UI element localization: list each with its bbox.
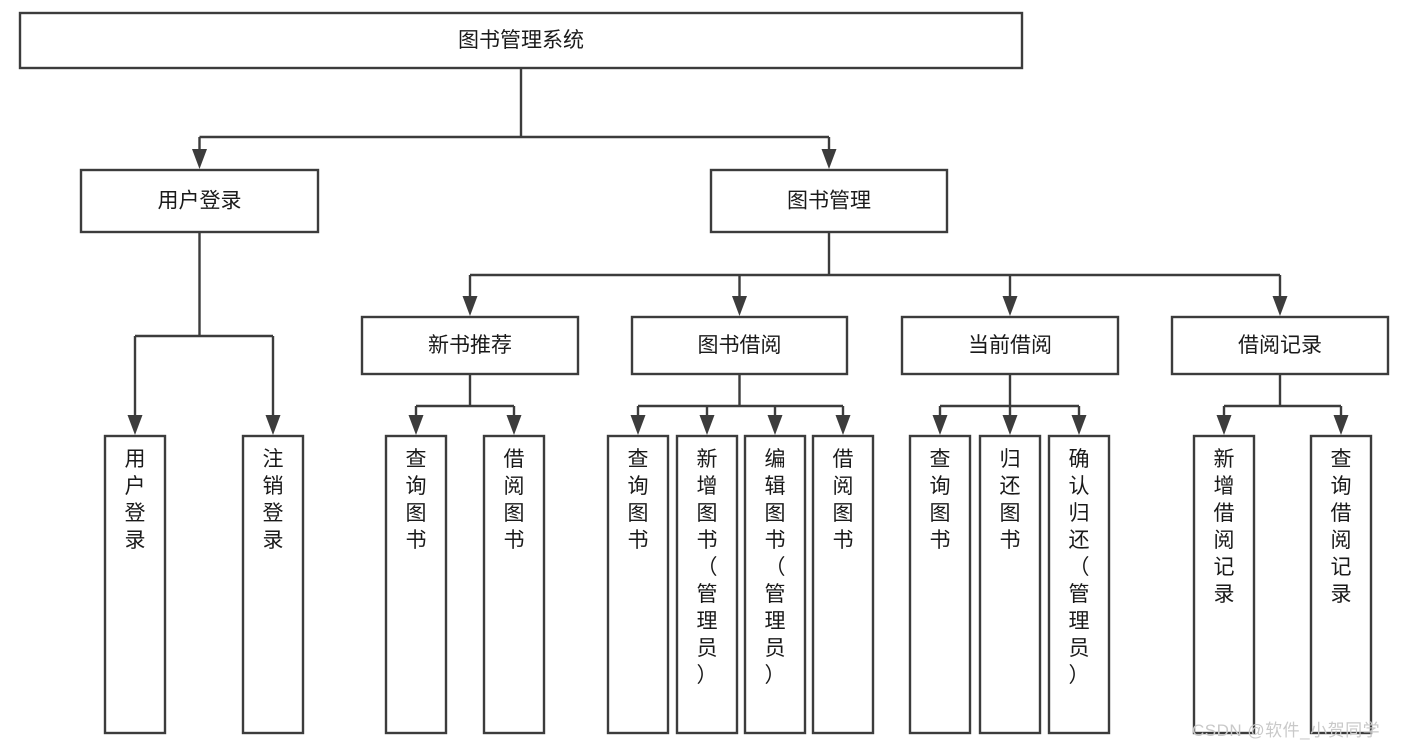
arrow-head-icon bbox=[630, 415, 646, 435]
node-leaf-add-book-admin[interactable]: 新增图书（管理员） bbox=[675, 434, 739, 735]
node-label: 新增借阅记录 bbox=[1214, 448, 1235, 606]
arrow-head-icon bbox=[462, 296, 478, 316]
node-box bbox=[79, 168, 320, 234]
node-box bbox=[1047, 434, 1111, 735]
node-box bbox=[978, 434, 1042, 735]
node-leaf-add-borrow-record[interactable]: 新增借阅记录 bbox=[1192, 434, 1256, 735]
node-leaf-query-book-cur[interactable]: 查询图书 bbox=[908, 434, 972, 735]
arrow-head-icon bbox=[699, 415, 715, 435]
node-layer: 图书管理系统用户登录图书管理新书推荐图书借阅当前借阅借阅记录用户登录注销登录查询… bbox=[18, 11, 1390, 735]
node-box bbox=[675, 434, 739, 735]
node-box bbox=[360, 315, 580, 376]
node-leaf-return-book[interactable]: 归还图书 bbox=[978, 434, 1042, 735]
node-label: 查询图书 bbox=[628, 448, 649, 552]
node-box bbox=[606, 434, 670, 735]
node-label: 借阅图书 bbox=[833, 448, 854, 552]
node-book-manage[interactable]: 图书管理 bbox=[709, 168, 949, 234]
arrow-head-icon bbox=[265, 415, 281, 435]
node-leaf-edit-book-admin[interactable]: 编辑图书（管理员） bbox=[743, 434, 807, 735]
arrow-head-icon bbox=[1002, 415, 1018, 435]
node-box bbox=[103, 434, 167, 735]
node-label: 注销登录 bbox=[263, 448, 284, 552]
node-current-borrow[interactable]: 当前借阅 bbox=[900, 315, 1120, 376]
node-leaf-query-book-rec[interactable]: 查询图书 bbox=[384, 434, 448, 735]
node-label: 编辑图书（管理员） bbox=[765, 448, 786, 687]
arrow-head-icon bbox=[1071, 415, 1087, 435]
node-label: 用户登录 bbox=[125, 448, 146, 552]
node-label: 当前借阅 bbox=[968, 334, 1052, 357]
node-box bbox=[18, 11, 1024, 70]
arrow-head-icon bbox=[1272, 296, 1288, 316]
node-box bbox=[743, 434, 807, 735]
arrow-head-icon bbox=[127, 415, 143, 435]
node-label: 借阅记录 bbox=[1238, 334, 1322, 357]
node-box bbox=[1192, 434, 1256, 735]
node-label: 借阅图书 bbox=[504, 448, 525, 552]
csdn-watermark: CSDN @软件_小贺同学 bbox=[1192, 721, 1381, 740]
node-leaf-borrow-book[interactable]: 借阅图书 bbox=[811, 434, 875, 735]
arrow-head-icon bbox=[192, 149, 207, 169]
node-box bbox=[1170, 315, 1390, 376]
arrow-head-icon bbox=[767, 415, 783, 435]
connector-layer bbox=[127, 68, 1349, 435]
node-leaf-query-borrow-record[interactable]: 查询借阅记录 bbox=[1309, 434, 1373, 735]
node-box bbox=[811, 434, 875, 735]
arrow-head-icon bbox=[835, 415, 851, 435]
node-leaf-borrow-book-rec[interactable]: 借阅图书 bbox=[482, 434, 546, 735]
node-label: 图书管理 bbox=[787, 190, 871, 213]
node-leaf-query-book-borrow[interactable]: 查询图书 bbox=[606, 434, 670, 735]
node-label: 新书推荐 bbox=[428, 334, 512, 357]
node-root-图书管理系统[interactable]: 图书管理系统 bbox=[18, 11, 1024, 70]
node-box bbox=[384, 434, 448, 735]
node-box bbox=[900, 315, 1120, 376]
node-borrow-record[interactable]: 借阅记录 bbox=[1170, 315, 1390, 376]
node-label: 查询借阅记录 bbox=[1331, 448, 1352, 606]
node-label: 查询图书 bbox=[406, 448, 427, 552]
arrow-head-icon bbox=[1216, 415, 1232, 435]
node-label: 新增图书（管理员） bbox=[697, 448, 718, 687]
node-leaf-user-logout[interactable]: 注销登录 bbox=[241, 434, 305, 735]
arrow-head-icon bbox=[732, 296, 747, 316]
node-label: 确认归还（管理员） bbox=[1069, 448, 1090, 687]
node-user-login[interactable]: 用户登录 bbox=[79, 168, 320, 234]
node-box bbox=[908, 434, 972, 735]
arrow-head-icon bbox=[821, 149, 837, 169]
arrow-head-icon bbox=[1002, 296, 1018, 316]
node-box bbox=[241, 434, 305, 735]
node-label: 用户登录 bbox=[158, 190, 242, 213]
arrow-head-icon bbox=[506, 415, 522, 435]
node-box bbox=[709, 168, 949, 234]
node-new-book-recommend[interactable]: 新书推荐 bbox=[360, 315, 580, 376]
arrow-head-icon bbox=[932, 415, 948, 435]
node-leaf-confirm-return-admin[interactable]: 确认归还（管理员） bbox=[1047, 434, 1111, 735]
node-label: 归还图书 bbox=[1000, 448, 1021, 552]
arrow-head-icon bbox=[408, 415, 424, 435]
node-box bbox=[482, 434, 546, 735]
node-box bbox=[1309, 434, 1373, 735]
node-label: 图书借阅 bbox=[698, 334, 782, 357]
node-box bbox=[630, 315, 849, 376]
node-label: 图书管理系统 bbox=[458, 29, 584, 52]
arrow-head-icon bbox=[1333, 415, 1349, 435]
node-leaf-user-login[interactable]: 用户登录 bbox=[103, 434, 167, 735]
node-book-borrow[interactable]: 图书借阅 bbox=[630, 315, 849, 376]
node-label: 查询图书 bbox=[930, 448, 951, 552]
